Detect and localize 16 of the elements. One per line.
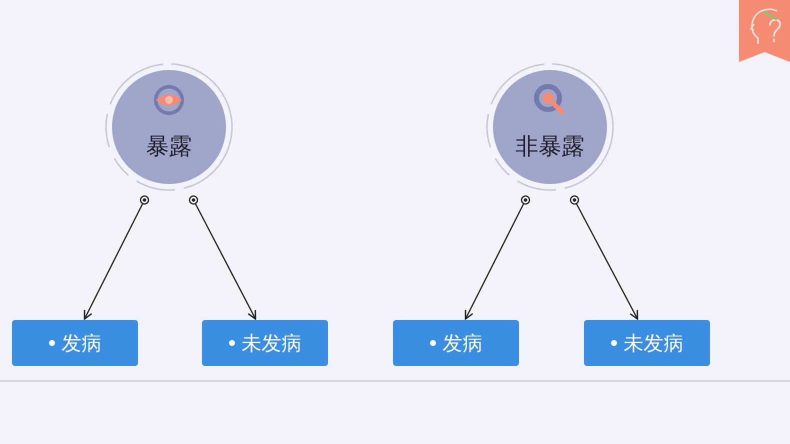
outcome-box [393, 320, 519, 366]
circle-node [493, 70, 607, 184]
node-label: 发病 [62, 331, 102, 355]
outcome-box [12, 320, 138, 366]
outcome-box [202, 320, 328, 366]
arrow [188, 195, 256, 320]
circle-node [112, 70, 226, 184]
node-label: 未发病 [242, 331, 302, 355]
arrow [84, 195, 150, 320]
arrow [464, 195, 530, 320]
node-label: 未发病 [624, 331, 684, 355]
outcome-box [584, 320, 710, 366]
node-label: 暴露 [146, 133, 192, 161]
node-label: 发病 [442, 331, 482, 355]
node-label: 非暴露 [516, 133, 584, 161]
arrow [570, 195, 638, 320]
